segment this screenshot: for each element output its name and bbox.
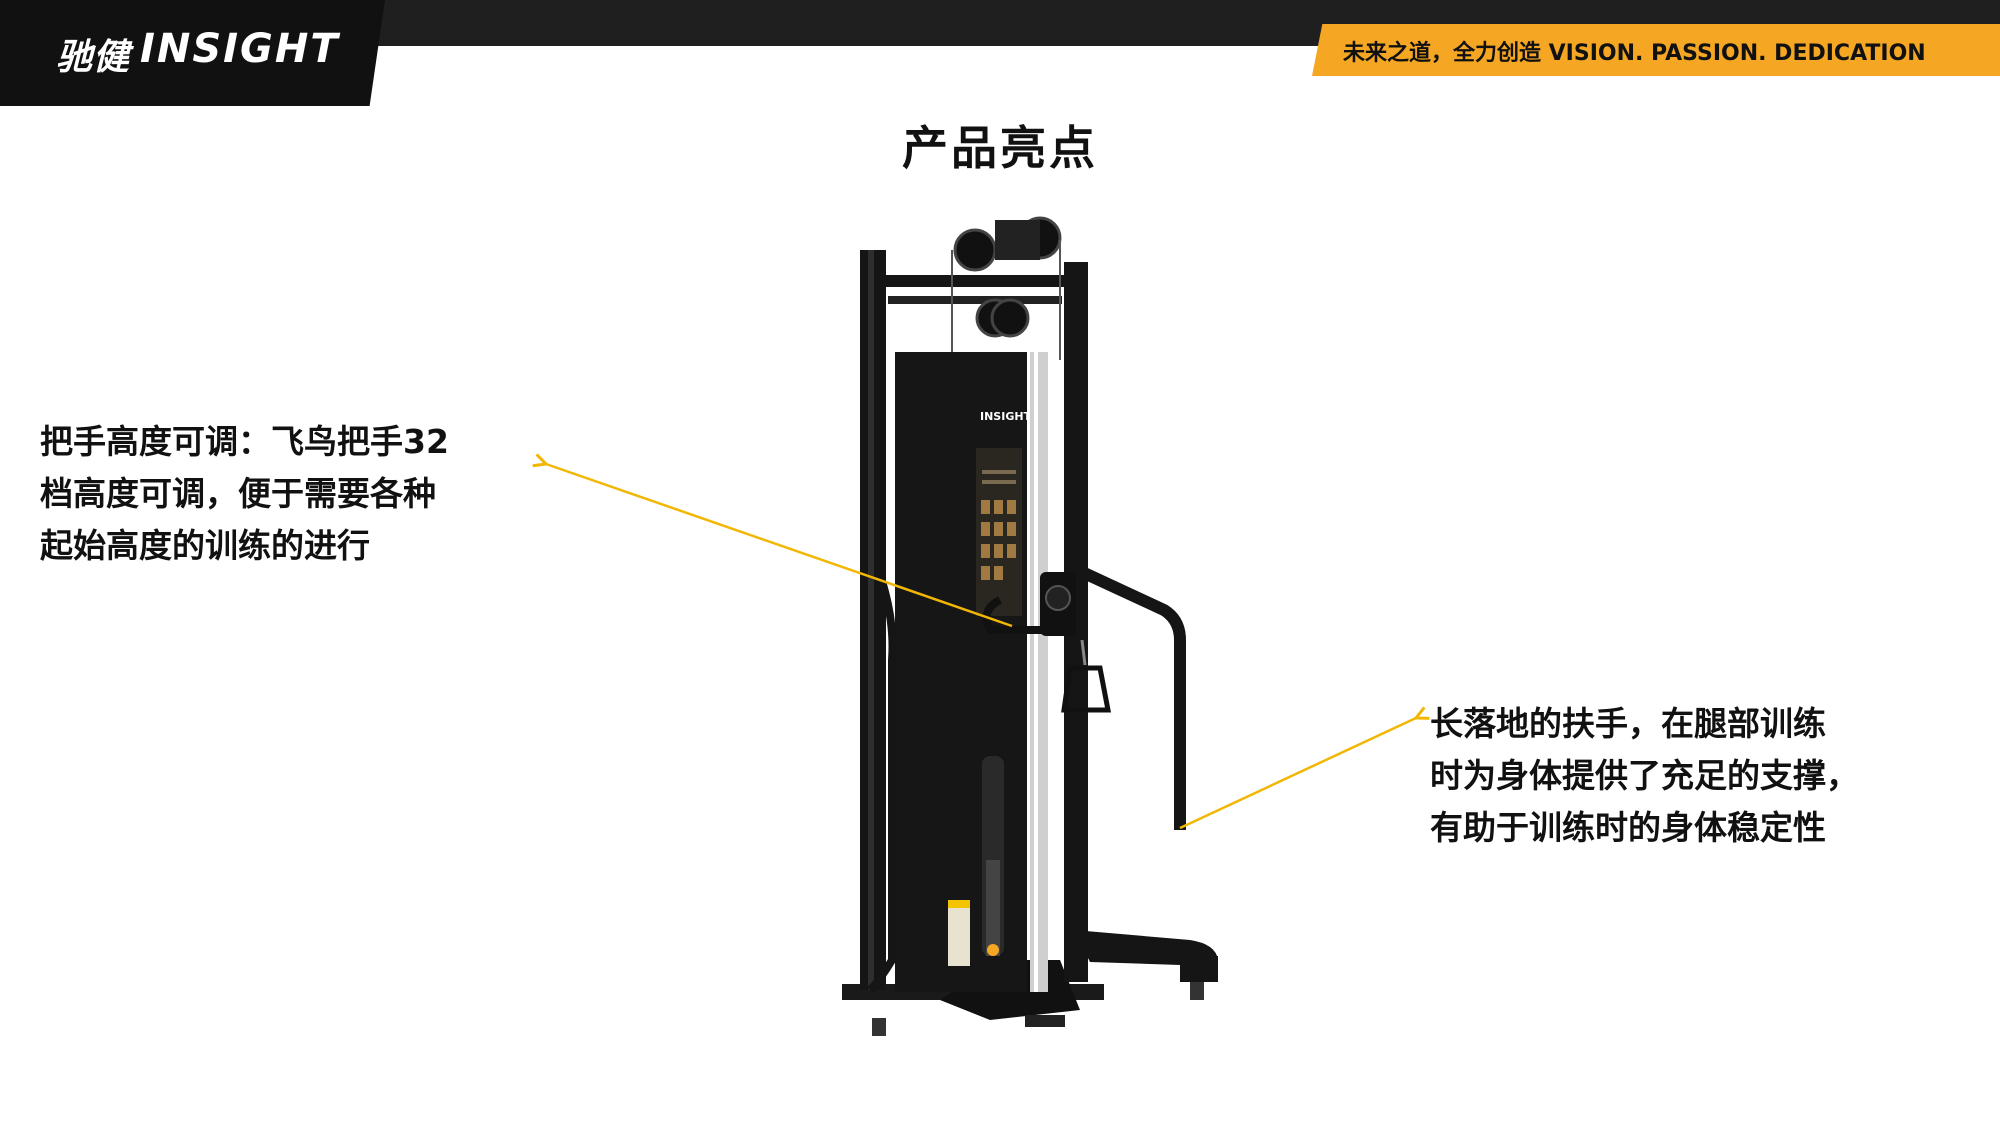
callout-line: 档高度可调，便于需要各种 [40, 474, 436, 513]
callout-line: 把手高度可调：飞鸟把手32 [40, 422, 449, 461]
brand-name-cn: 驰健 [56, 37, 131, 78]
pulley-set [951, 216, 1062, 360]
callout-arrow-right [1179, 718, 1416, 830]
callout-line: 有助于训练时的身体稳定性 [1430, 808, 1826, 847]
guide-rod [1030, 352, 1048, 992]
callout-handle-height: 把手高度可调：飞鸟把手32 档高度可调，便于需要各种 起始高度的训练的进行 [40, 416, 449, 572]
armrest [1079, 566, 1186, 830]
slogan-banner [1312, 24, 2000, 76]
warning-label [948, 900, 970, 966]
slogan-text: 未来之道，全力创造 VISION. PASSION. DEDICATION [1343, 41, 1926, 66]
cable-handle [1061, 639, 1112, 713]
page-title: 产品亮点 [902, 121, 1098, 175]
machine-logo: INSIGHT [980, 410, 1032, 423]
adjustable-carriage [982, 572, 1076, 636]
callout-line: 起始高度的训练的进行 [40, 526, 370, 565]
exercise-placard [976, 448, 1022, 616]
logo-panel [0, 0, 385, 106]
brand-name-en: INSIGHT [140, 26, 340, 72]
callout-line: 长落地的扶手，在腿部训练 [1430, 704, 1826, 743]
callout-line: 时为身体提供了充足的支撑， [1430, 756, 1859, 795]
callout-arrow-left [546, 464, 1013, 628]
callout-armrest: 长落地的扶手，在腿部训练 时为身体提供了充足的支撑， 有助于训练时的身体稳定性 [1430, 698, 1859, 854]
